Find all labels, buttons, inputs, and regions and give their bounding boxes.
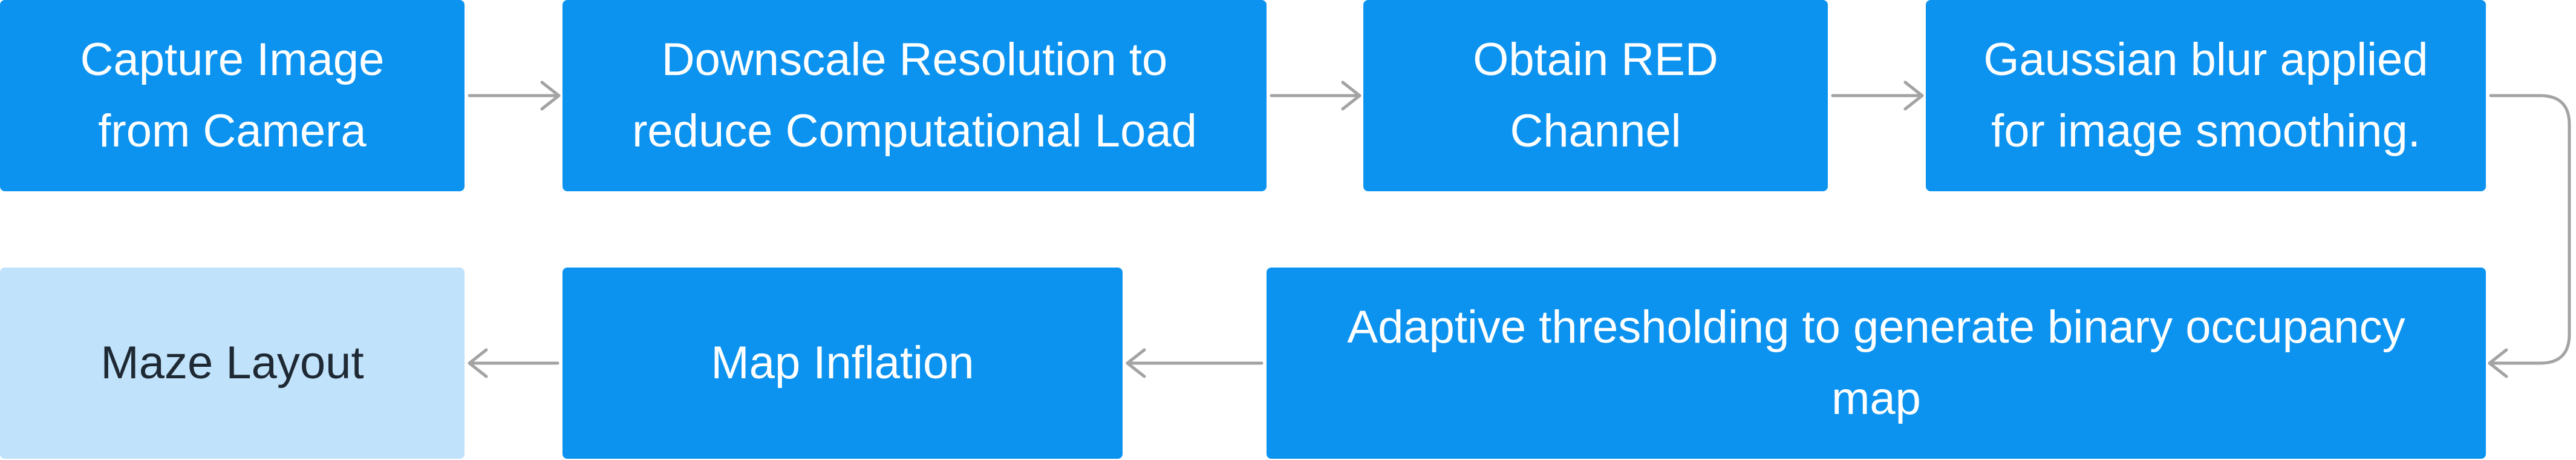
node-gaussian-blur-line-1: Gaussian blur applied xyxy=(1983,34,2428,85)
node-maze-layout-line-1: Maze Layout xyxy=(100,337,364,389)
edge-threshold-to-inflation xyxy=(1126,348,1264,378)
node-downscale-resolution: Downscale Resolution to reduce Computati… xyxy=(562,0,1267,191)
node-downscale-resolution-line-2: reduce Computational Load xyxy=(632,105,1197,157)
node-downscale-resolution-line-1: Downscale Resolution to xyxy=(661,34,1168,85)
node-capture-image: Capture Image from Camera xyxy=(0,0,465,191)
node-adaptive-thresholding: Adaptive thresholding to generate binary… xyxy=(1267,268,2486,459)
node-obtain-red-channel-line-1: Obtain RED xyxy=(1473,34,1718,85)
edge-downscale-to-red xyxy=(1270,80,1361,111)
edge-blur-to-threshold xyxy=(2488,94,2571,378)
node-capture-image-line-2: from Camera xyxy=(98,105,367,157)
node-adaptive-thresholding-line-2: map xyxy=(1831,373,1921,424)
edge-red-to-blur xyxy=(1831,80,1924,111)
node-adaptive-thresholding-line-1: Adaptive thresholding to generate binary… xyxy=(1347,301,2405,353)
node-obtain-red-channel: Obtain RED Channel xyxy=(1363,0,1828,191)
node-map-inflation-line-1: Map Inflation xyxy=(711,337,974,389)
node-obtain-red-channel-line-2: Channel xyxy=(1510,105,1681,157)
node-gaussian-blur: Gaussian blur applied for image smoothin… xyxy=(1926,0,2486,191)
edge-capture-to-downscale xyxy=(468,80,561,111)
node-maze-layout: Maze Layout xyxy=(0,268,465,459)
node-gaussian-blur-line-2: for image smoothing. xyxy=(1991,105,2421,157)
node-map-inflation: Map Inflation xyxy=(562,268,1123,459)
node-capture-image-line-1: Capture Image xyxy=(80,34,385,85)
edge-inflation-to-maze xyxy=(468,348,559,378)
